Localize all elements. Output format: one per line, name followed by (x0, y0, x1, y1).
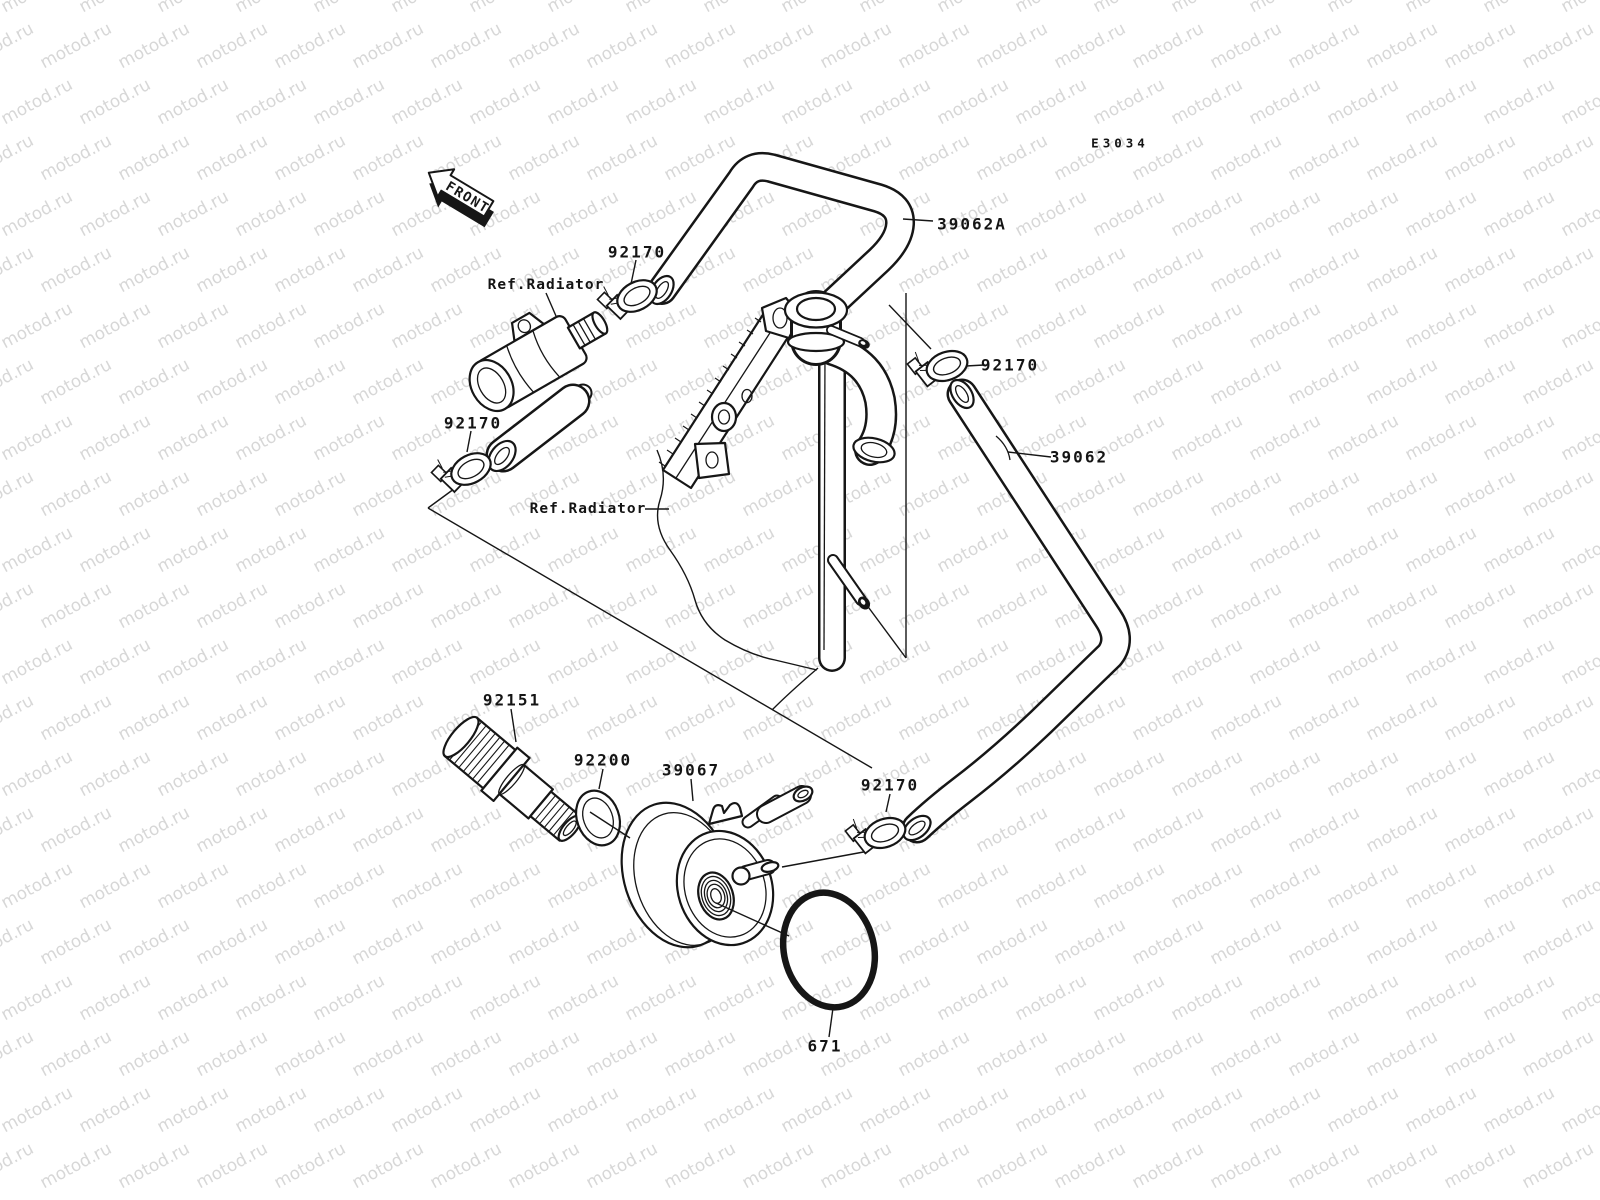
water-pipe-assembly (468, 311, 609, 473)
part-label-92170-clamp-bottom: 92170 (860, 775, 920, 795)
bracket-lower-tab (693, 441, 731, 480)
cooler-hole-leader (715, 902, 790, 937)
housing-ribbed-stub (566, 311, 609, 350)
water-pipe-housing (468, 311, 609, 413)
cooler-face-fitting (731, 859, 780, 886)
radiator-drawing (656, 296, 898, 711)
drain-routing-line (865, 603, 907, 659)
part-label-ref-radiator-bottom: Ref.Radiator (529, 501, 647, 517)
oring-671-drawing (779, 889, 879, 1011)
part-label-39062-hose: 39062 (1049, 447, 1109, 467)
cooler-top-clip (707, 801, 744, 826)
overflow-stub-pipe (826, 325, 870, 349)
page-code-label: E3034 (1091, 135, 1149, 151)
reference-lines (427, 293, 932, 769)
part-label-39067-oil-cooler: 39067 (661, 760, 721, 780)
leader-lines (466, 218, 1052, 1038)
hose-routing-line-top (888, 304, 932, 350)
cooler-outlet-pipe (741, 785, 814, 829)
part-label-671-oring: 671 (807, 1036, 843, 1056)
radiator-bottom-edge (771, 667, 819, 711)
oil-cooler-drawing (620, 785, 870, 949)
radiator-filler-neck (783, 290, 870, 366)
union-bolt-drawing (442, 715, 583, 842)
part-label-92170-clamp-right: 92170 (980, 355, 1040, 375)
radiator-drain-tube (827, 554, 871, 610)
part-label-92170-clamp-top: 92170 (607, 242, 667, 262)
radiator-outlet-elbow (817, 334, 898, 466)
hose-39062a-drawing (647, 151, 915, 343)
hose-bend-tick (995, 435, 1011, 461)
part-label-39062A-hose: 39062A (937, 214, 1007, 234)
part-label-ref-radiator-top: Ref.Radiator (487, 277, 605, 293)
cooler-to-hose-line (781, 850, 870, 868)
ref-wedge-lower-line (427, 507, 873, 769)
radiator-tube-inner-line (823, 349, 826, 651)
part-label-92200-washer: 92200 (573, 750, 633, 770)
part-label-92170-clamp-left: 92170 (443, 413, 503, 433)
part-label-92151-union-bolt: 92151 (482, 690, 542, 710)
hose-39062-drawing (901, 378, 1131, 844)
radiator-torn-edge (656, 449, 818, 671)
